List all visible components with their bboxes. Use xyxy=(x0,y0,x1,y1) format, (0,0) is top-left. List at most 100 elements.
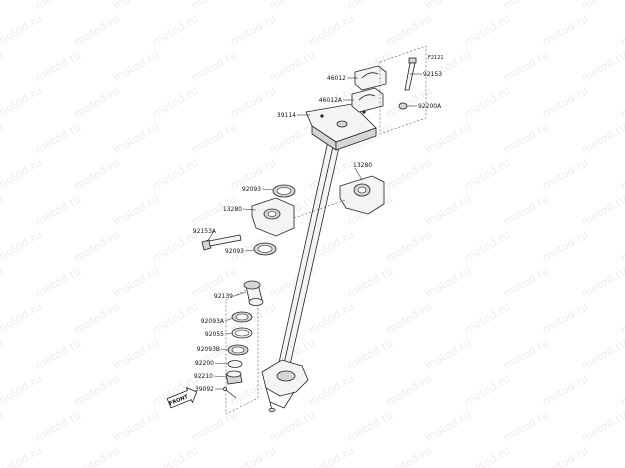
watermark-text: motod.ru xyxy=(501,120,551,156)
watermark-text: motod.ru xyxy=(579,264,625,300)
part-labels: 92153 46012 46012A 92200A 39114 13280 92… xyxy=(193,71,442,393)
watermark-text: motod.ru xyxy=(0,372,44,408)
watermark-text: motod.ru xyxy=(579,408,625,444)
watermark-text: motod.ru xyxy=(111,264,161,300)
watermark-text: motod.ru xyxy=(0,120,5,156)
watermark-text: motod.ru xyxy=(72,156,122,192)
handlebar-holder-46012A xyxy=(351,87,384,113)
watermark-text: motod.ru xyxy=(579,48,625,84)
watermark-text: motod.ru xyxy=(423,120,473,156)
watermark-text: motod.ru xyxy=(462,84,512,120)
watermark-text: motod.ru xyxy=(150,12,200,48)
label-92093-lower: 92093 xyxy=(225,248,244,255)
watermark-text: motod.ru xyxy=(306,12,356,48)
watermark-text: motod.ru xyxy=(618,228,625,264)
label-92153: 92153 xyxy=(423,71,442,78)
watermark-text: motod.ru xyxy=(501,408,551,444)
oil-seal-92093-upper xyxy=(272,184,296,198)
watermark-text: motod.ru xyxy=(540,444,590,468)
watermark-text: motod.ru xyxy=(33,336,83,372)
watermark-text: motod.ru xyxy=(150,156,200,192)
watermark-text: motod.ru xyxy=(618,444,625,468)
pitman-arm xyxy=(261,359,309,412)
watermark-text: motod.ru xyxy=(33,0,83,13)
watermark-text: motod.ru xyxy=(0,444,44,468)
watermark-text: motod.ru xyxy=(384,228,434,264)
washer-92200 xyxy=(227,360,243,368)
label-39114: 39114 xyxy=(277,112,296,119)
watermark-text: motod.ru xyxy=(579,120,625,156)
label-13280-upper: 13280 xyxy=(353,162,372,169)
lower-bush-outline xyxy=(225,283,259,415)
nut-92210 xyxy=(225,370,243,385)
watermark-text: motod.ru xyxy=(267,48,317,84)
watermark-text: motod.ru xyxy=(579,0,625,13)
watermark-text: motod.ru xyxy=(462,228,512,264)
watermark-text: motod.ru xyxy=(618,156,625,192)
watermark-text: motod.ru xyxy=(462,372,512,408)
watermark-text: motod.ru xyxy=(267,0,317,13)
watermark-text: motod.ru xyxy=(72,12,122,48)
watermark-text: motod.ru xyxy=(423,264,473,300)
watermark-text: motod.ru xyxy=(501,336,551,372)
steering-stem-holder-lower xyxy=(251,197,295,237)
watermark-text: motod.ru xyxy=(0,48,5,84)
oil-seal-92093B xyxy=(227,344,249,356)
watermark-text: motod.ru xyxy=(111,408,161,444)
watermark-text: motod.ru xyxy=(462,12,512,48)
watermark-text: motod.ru xyxy=(189,120,239,156)
bushing-92139 xyxy=(243,280,264,306)
leader-lines xyxy=(206,73,422,390)
watermark-text: motod.ru xyxy=(618,84,625,120)
label-39092: 39092 xyxy=(195,386,214,393)
watermark-text: motod.ru xyxy=(501,0,551,13)
watermark-text: motod.ru xyxy=(579,336,625,372)
watermark-text: motod.ru xyxy=(228,12,278,48)
watermark-text: motod.ru xyxy=(462,444,512,468)
oil-seal-92093-lower xyxy=(253,242,277,256)
watermark-text: motod.ru xyxy=(267,408,317,444)
o-ring-92055 xyxy=(231,327,253,339)
watermark-text: motod.ru xyxy=(384,444,434,468)
watermark-text: motod.ru xyxy=(423,192,473,228)
label-92153A: 92153A xyxy=(193,228,217,235)
watermark-text: motod.ru xyxy=(111,0,161,13)
figure-code: F2121 xyxy=(428,55,444,61)
watermark-text: motod.ru xyxy=(228,444,278,468)
watermark-text: motod.ru xyxy=(33,48,83,84)
label-92139: 92139 xyxy=(214,293,233,300)
watermark-text: motod.ru xyxy=(72,300,122,336)
watermark-text: motod.ru xyxy=(0,336,5,372)
watermark-text: motod.ru xyxy=(0,192,5,228)
watermark-text: motod.ru xyxy=(0,84,44,120)
oil-seal-92093A xyxy=(231,311,253,323)
watermark-text: motod.ru xyxy=(33,120,83,156)
watermark-text: motod.ru xyxy=(345,0,395,13)
watermark-text: motod.ru xyxy=(540,228,590,264)
watermark-text: motod.ru xyxy=(33,264,83,300)
watermark-text: motod.ru xyxy=(111,192,161,228)
watermark-text: motod.ru xyxy=(501,192,551,228)
watermark-text: motod.ru xyxy=(423,408,473,444)
watermark-text: motod.ru xyxy=(306,444,356,468)
watermark-text: motod.ru xyxy=(306,372,356,408)
watermark-text: motod.ru xyxy=(540,12,590,48)
watermark-text: motod.ru xyxy=(0,156,44,192)
label-46012A: 46012A xyxy=(319,97,343,104)
watermark-text: motod.ru xyxy=(0,408,5,444)
watermark-text: motod.ru xyxy=(540,84,590,120)
watermark-text: motod.ru xyxy=(189,0,239,13)
watermark-text: motod.ru xyxy=(0,264,5,300)
label-92210: 92210 xyxy=(194,373,213,380)
washer-92200A xyxy=(398,102,408,110)
watermark-text: motod.ru xyxy=(423,0,473,13)
watermark-text: motod.ru xyxy=(150,300,200,336)
label-92055: 92055 xyxy=(205,331,224,338)
watermark-text: motod.ru xyxy=(345,336,395,372)
watermark-text: motod.ru xyxy=(72,444,122,468)
watermark-text: motod.ru xyxy=(618,12,625,48)
watermark-text: motod.ru xyxy=(150,84,200,120)
watermark-text: motod.ru xyxy=(33,408,83,444)
watermark-text: motod.ru xyxy=(0,0,5,13)
